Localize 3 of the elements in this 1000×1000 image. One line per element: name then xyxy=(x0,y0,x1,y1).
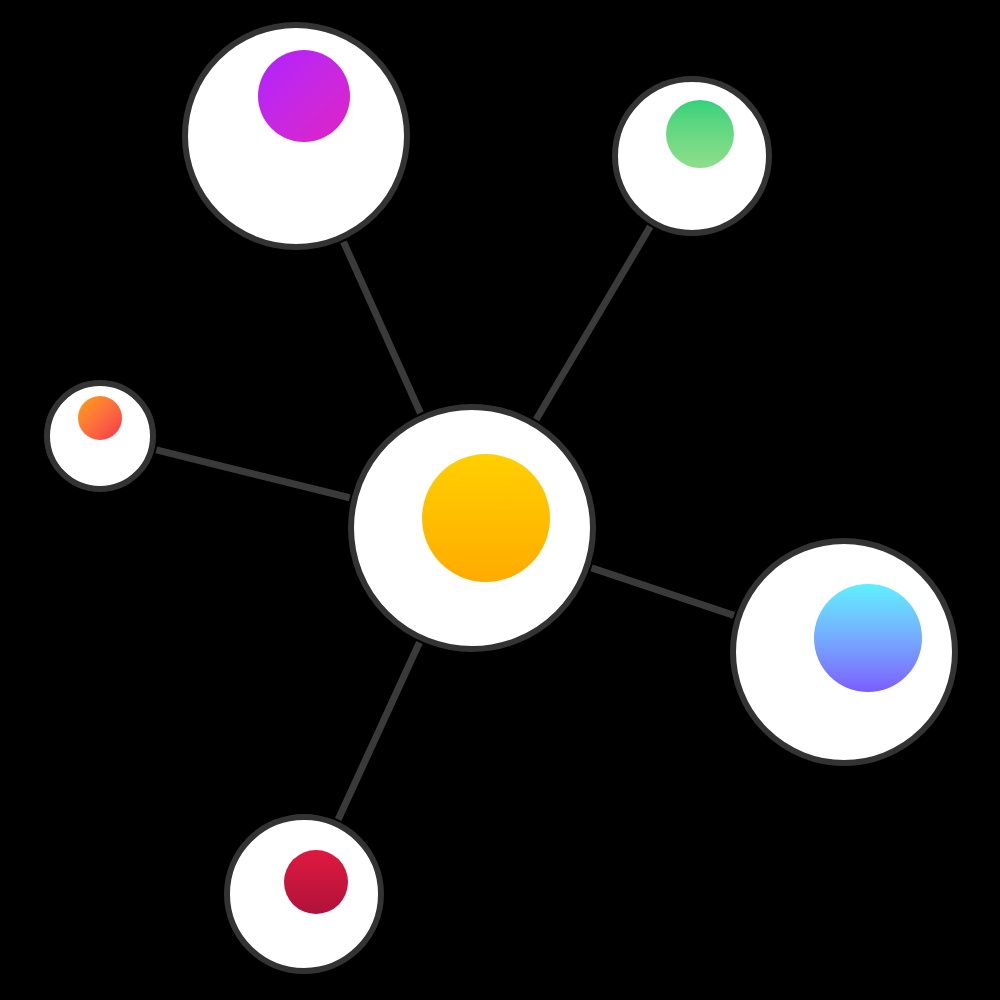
connector-line xyxy=(340,240,424,415)
connector-line xyxy=(155,446,351,502)
connector-line xyxy=(533,224,654,422)
